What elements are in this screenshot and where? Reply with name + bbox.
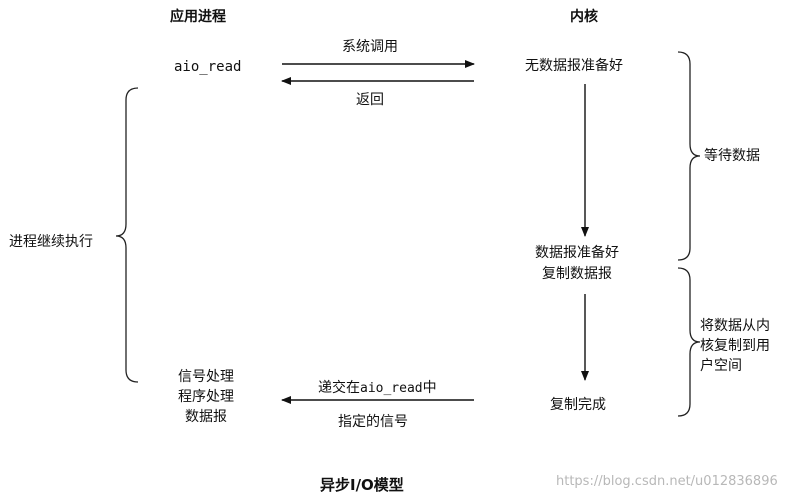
copy-data-brace xyxy=(677,267,701,417)
deliver-signal-label: 递交在aio_read中 xyxy=(318,379,437,398)
copy-datagram: 复制数据报 xyxy=(542,266,612,282)
datagram-ready: 数据报准备好 xyxy=(535,245,619,261)
signal-handler-line-2: 程序处理 xyxy=(178,389,234,405)
deliver-code: aio_read xyxy=(360,381,423,396)
diagram-caption: 异步I/O模型 xyxy=(320,476,404,494)
copy-to-user-line-2: 核复制到用 xyxy=(700,338,770,354)
signal-handler-label: 信号处理 程序处理 数据报 xyxy=(158,367,254,427)
wait-data-label: 等待数据 xyxy=(704,148,760,164)
copy-to-user-label: 将数据从内 核复制到用 户空间 xyxy=(700,316,778,376)
kernel-header: 内核 xyxy=(570,9,598,25)
signal-handler-line-3: 数据报 xyxy=(185,409,227,425)
wait-data-brace xyxy=(677,51,701,261)
deliver-prefix: 递交在 xyxy=(318,380,360,396)
source-watermark: https://blog.csdn.net/u012836896 xyxy=(556,474,778,489)
return-label: 返回 xyxy=(356,92,384,108)
continue-execution-brace xyxy=(115,87,139,383)
signal-handler-line-1: 信号处理 xyxy=(178,369,234,385)
copy-to-user-line-3: 户空间 xyxy=(700,358,742,374)
syscall-label: 系统调用 xyxy=(342,39,398,55)
copy-complete: 复制完成 xyxy=(550,397,606,413)
deliver-suffix: 中 xyxy=(422,380,437,396)
deliver-signal-line-2: 指定的信号 xyxy=(338,414,408,430)
copy-to-user-line-1: 将数据从内 xyxy=(700,318,770,334)
process-continue-label: 进程继续执行 xyxy=(9,234,93,250)
aio-read-label: aio_read xyxy=(174,59,242,75)
no-datagram-ready: 无数据报准备好 xyxy=(525,58,623,74)
app-process-header: 应用进程 xyxy=(170,9,226,25)
